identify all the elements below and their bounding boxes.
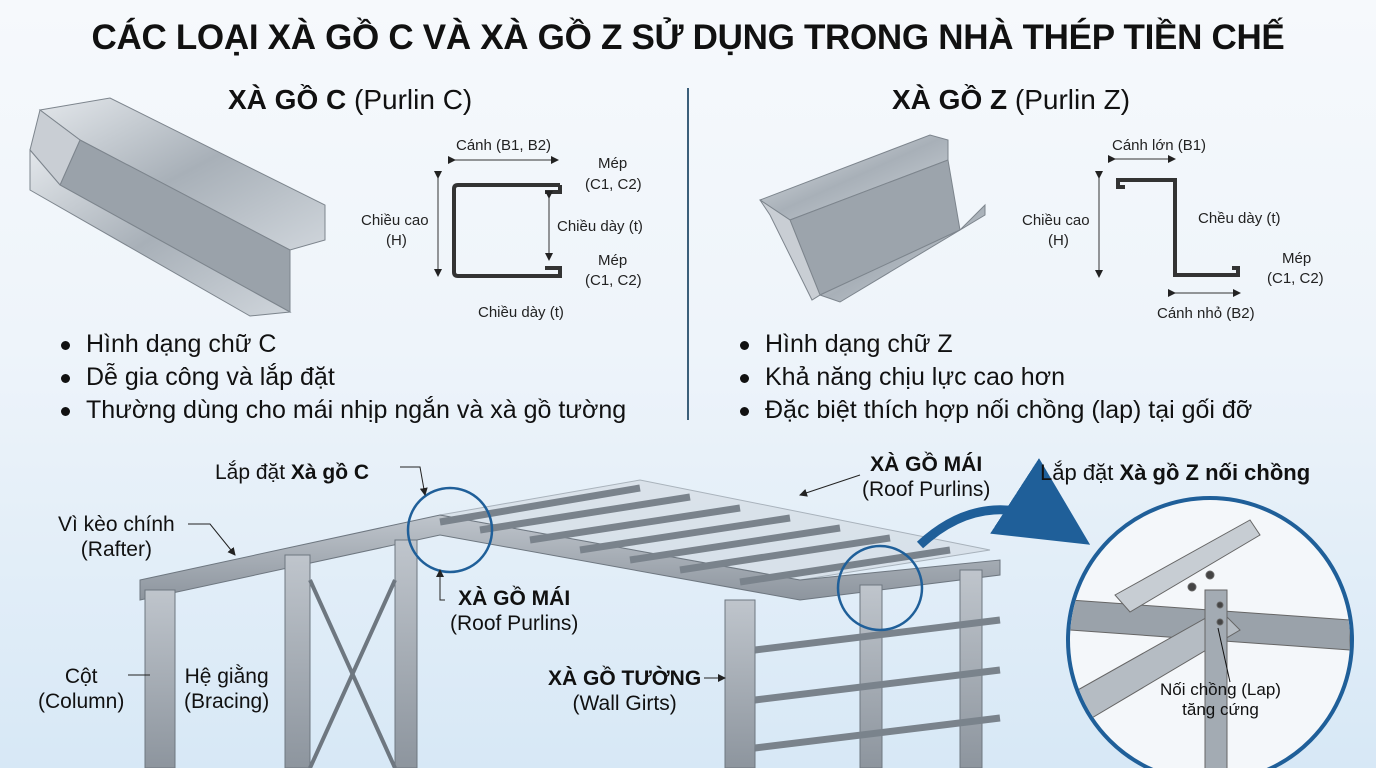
purlin-z-heading: XÀ GỒ Z (Purlin Z) <box>892 84 1131 115</box>
callout-arrow <box>916 458 1091 549</box>
purlin-c-features: Hình dạng chữ C Dễ gia công và lắp đặt T… <box>58 328 626 427</box>
dim-thickness-c: Chiều dày (t) <box>557 218 643 235</box>
z-section-diagram <box>1095 155 1241 297</box>
label-install-c: Lắp đặt Xà gồ C <box>215 461 370 484</box>
label-roof-purlins-top: XÀ GỒ MÁI(Roof Purlins) <box>862 453 991 501</box>
purlin-c-heading: XÀ GỒ C (Purlin C) <box>228 84 473 115</box>
highlight-circle-c <box>406 486 494 574</box>
dim-lip-bot-c-code: (C1, C2) <box>585 272 642 289</box>
z-purlin-3d-image <box>758 134 986 303</box>
list-item: Hình dạng chữ C <box>58 328 626 361</box>
dim-height-z-code: (H) <box>1048 232 1069 249</box>
highlight-circle-z <box>836 544 924 632</box>
list-item: Thường dùng cho mái nhịp ngắn và xà gồ t… <box>58 394 626 427</box>
c-purlin-3d-image <box>29 97 326 317</box>
label-leaders <box>128 466 861 682</box>
purlin-z-features: Hình dạng chữ Z Khả năng chịu lực cao hơ… <box>737 328 1252 427</box>
label-bracing: Hệ giằng(Bracing) <box>184 665 270 713</box>
dim-flange-big-z: Cánh lớn (B1) <box>1112 137 1207 154</box>
dim-height-c: Chiều cao <box>361 212 429 229</box>
dim-flange-small-z: Cánh nhỏ (B2) <box>1157 305 1255 322</box>
dim-lip-z: Mép <box>1282 250 1312 267</box>
dim-lip-z-code: (C1, C2) <box>1267 270 1324 287</box>
label-rafter: Vì kèo chính(Rafter) <box>58 513 175 561</box>
label-column: Cột(Column) <box>38 665 125 713</box>
label-wall-girts: XÀ GỒ TƯỜNG(Wall Girts) <box>548 667 702 715</box>
dim-lip-top-c: Mép <box>598 155 628 172</box>
c-section-diagram <box>434 156 562 278</box>
list-item: Hình dạng chữ Z <box>737 328 1252 361</box>
lap-detail-inset <box>1066 496 1354 768</box>
list-item: Dễ gia công và lắp đặt <box>58 361 626 394</box>
page-title: CÁC LOẠI XÀ GỒ C VÀ XÀ GỒ Z SỬ DỤNG TRON… <box>91 18 1285 57</box>
dim-lip-bot-c: Mép <box>598 252 628 269</box>
dim-height-c-code: (H) <box>386 232 407 249</box>
dim-lip-top-c-code: (C1, C2) <box>585 176 642 193</box>
dim-thickness-z: Chều dày (t) <box>1198 210 1281 227</box>
list-item: Khả năng chịu lực cao hơn <box>737 361 1252 394</box>
list-item: Đặc biệt thích hợp nối chồng (lap) tại g… <box>737 394 1252 427</box>
label-lap: Nối chồng (Lap)tăng cứng <box>1160 680 1281 719</box>
dim-height-z: Chiều cao <box>1022 212 1090 229</box>
dim-flange-c: Cánh (B1, B2) <box>456 137 552 154</box>
label-roof-purlins: XÀ GỒ MÁI(Roof Purlins) <box>450 587 579 635</box>
label-install-z: Lắp đặt Xà gồ Z nối chồng <box>1040 460 1311 485</box>
dim-thickness-c-bottom: Chiều dày (t) <box>478 304 564 321</box>
